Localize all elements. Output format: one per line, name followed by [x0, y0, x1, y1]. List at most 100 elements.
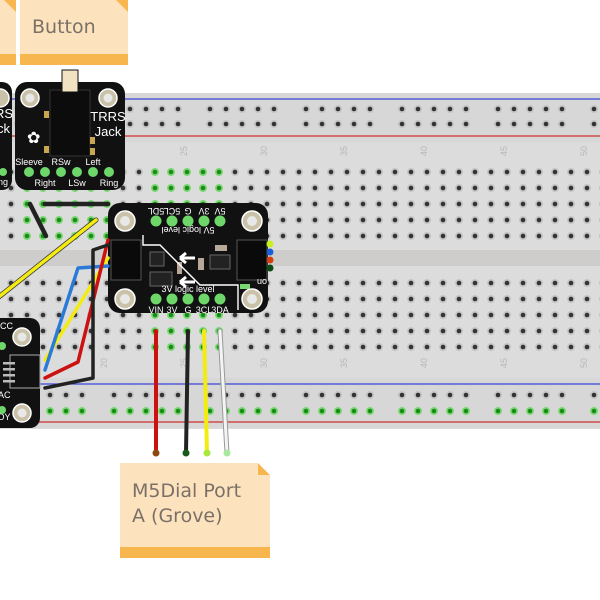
breadboard-hole-center: [488, 280, 494, 286]
breadboard-hole-center: [584, 185, 590, 191]
pin[interactable]: [0, 168, 7, 176]
stemma-pin[interactable]: [266, 240, 274, 248]
breadboard-hole-center: [408, 280, 414, 286]
pin-label-3cl: 3CL: [196, 305, 213, 315]
chip: [149, 271, 173, 287]
trrs-board-partial[interactable]: RS ck ng: [0, 82, 13, 190]
breadboard-hole-center: [552, 280, 558, 286]
left-board-partial[interactable]: CC AC DY: [0, 318, 41, 428]
breadboard-hole-center: [440, 169, 446, 175]
wire-black[interactable]: [27, 201, 49, 239]
breadboard-hole-center: [552, 328, 558, 334]
wire-yellow-grove[interactable]: [202, 329, 209, 455]
breadboard-hole-center: [255, 121, 261, 127]
breadboard-hole-center: [344, 296, 350, 302]
level-shifter-pin[interactable]: [214, 215, 226, 227]
trrs-pin[interactable]: [88, 167, 98, 177]
level-shifter-pin[interactable]: [166, 293, 178, 305]
breadboard-hole-center: [584, 344, 590, 350]
breadboard-hole-center: [280, 328, 286, 334]
breadboard-hole-center: [488, 201, 494, 207]
wire-end[interactable]: [223, 449, 231, 457]
note-m5dial[interactable]: M5Dial Port A (Grove): [120, 463, 270, 558]
wire-white-grove[interactable]: [218, 329, 229, 455]
stemma-pin[interactable]: [266, 256, 274, 264]
breadboard-hole-center: [303, 106, 309, 112]
breadboard-hole-center: [543, 408, 549, 414]
wire-blue[interactable]: [43, 264, 110, 372]
breadboard-hole-center: [184, 169, 190, 175]
breadboard-hole-center: [415, 121, 421, 127]
breadboard-hole-center: [280, 280, 286, 286]
trrs-pin[interactable]: [56, 167, 66, 177]
breadboard-hole-center: [456, 217, 462, 223]
breadboard-hole-center: [63, 392, 69, 398]
breadboard-hole-center: [24, 233, 30, 239]
wire-black-grove[interactable]: [184, 329, 190, 455]
wire-black[interactable]: [43, 243, 110, 390]
wire-red[interactable]: [43, 238, 110, 380]
stemma-pin[interactable]: [266, 264, 274, 272]
trrs-pin[interactable]: [72, 167, 82, 177]
breadboard-hole-center: [200, 312, 206, 318]
breadboard-hole-center: [104, 328, 110, 334]
breadboard-hole-center: [520, 280, 526, 286]
breadboard-hole-center: [415, 392, 421, 398]
note-button[interactable]: Button: [20, 0, 128, 65]
level-shifter-pin[interactable]: [198, 293, 210, 305]
level-shifter-pin[interactable]: [150, 215, 162, 227]
breadboard-hole-center: [248, 328, 254, 334]
breadboard-hole-center: [319, 392, 325, 398]
breadboard-hole-center: [232, 185, 238, 191]
column-number: 25: [179, 146, 189, 156]
breadboard-hole-center: [520, 217, 526, 223]
level-shifter-pin[interactable]: [214, 293, 226, 305]
resistor: [198, 258, 204, 270]
board-label: CC: [0, 321, 13, 331]
column-number: 30: [259, 146, 269, 156]
level-shifter-pin[interactable]: [166, 215, 178, 227]
level-shifter-pin[interactable]: [198, 215, 210, 227]
note-partial[interactable]: [0, 0, 16, 65]
wire-yellow[interactable]: [0, 218, 98, 300]
breadboard-hole-center: [536, 169, 542, 175]
breadboard-hole-center: [280, 233, 286, 239]
level-shifter-board[interactable]: 5DL 5CL G 3V 5V 5V logic level 3V logic …: [108, 203, 274, 315]
trrs-jack-board[interactable]: ✿ TRRS Jack Sleeve RSw Left Right LSw Ri…: [15, 69, 126, 190]
breadboard-hole-center: [431, 106, 437, 112]
breadboard-hole-center: [440, 217, 446, 223]
breadboard-hole-center: [367, 408, 373, 414]
breadboard-hole-center: [392, 280, 398, 286]
level-shifter-pin[interactable]: [150, 293, 162, 305]
breadboard-hole-center: [376, 328, 382, 334]
level-shifter-pin[interactable]: [182, 215, 194, 227]
breadboard-hole-center: [8, 201, 14, 207]
pin-label-sleeve: Sleeve: [15, 157, 43, 167]
level-shifter-pin[interactable]: [182, 293, 194, 305]
breadboard-hole-center: [568, 201, 574, 207]
stemma-pin[interactable]: [266, 248, 274, 256]
breadboard-hole-center: [88, 233, 94, 239]
trrs-pin[interactable]: [24, 167, 34, 177]
breadboard-hole-center: [56, 296, 62, 302]
wires: [0, 201, 231, 457]
breadboard-hole-center: [495, 106, 501, 112]
breadboard-hole-center: [504, 233, 510, 239]
breadboard-hole-center: [152, 312, 158, 318]
wire-end[interactable]: [182, 449, 190, 457]
breadboard-hole-center: [232, 312, 238, 318]
breadboard-hole-center: [511, 408, 517, 414]
breadboard-hole-center: [584, 217, 590, 223]
breadboard-hole-center: [584, 296, 590, 302]
pin[interactable]: [0, 406, 6, 414]
pin[interactable]: [0, 342, 6, 350]
breadboard-hole-center: [351, 121, 357, 127]
resistor: [177, 262, 182, 274]
breadboard-hole-center: [367, 106, 373, 112]
trrs-pin[interactable]: [40, 167, 50, 177]
wire-end[interactable]: [203, 449, 211, 457]
breadboard-hole-center: [360, 328, 366, 334]
wire-end[interactable]: [152, 449, 160, 457]
breadboard-hole-center: [47, 408, 53, 414]
trrs-pin[interactable]: [104, 167, 114, 177]
